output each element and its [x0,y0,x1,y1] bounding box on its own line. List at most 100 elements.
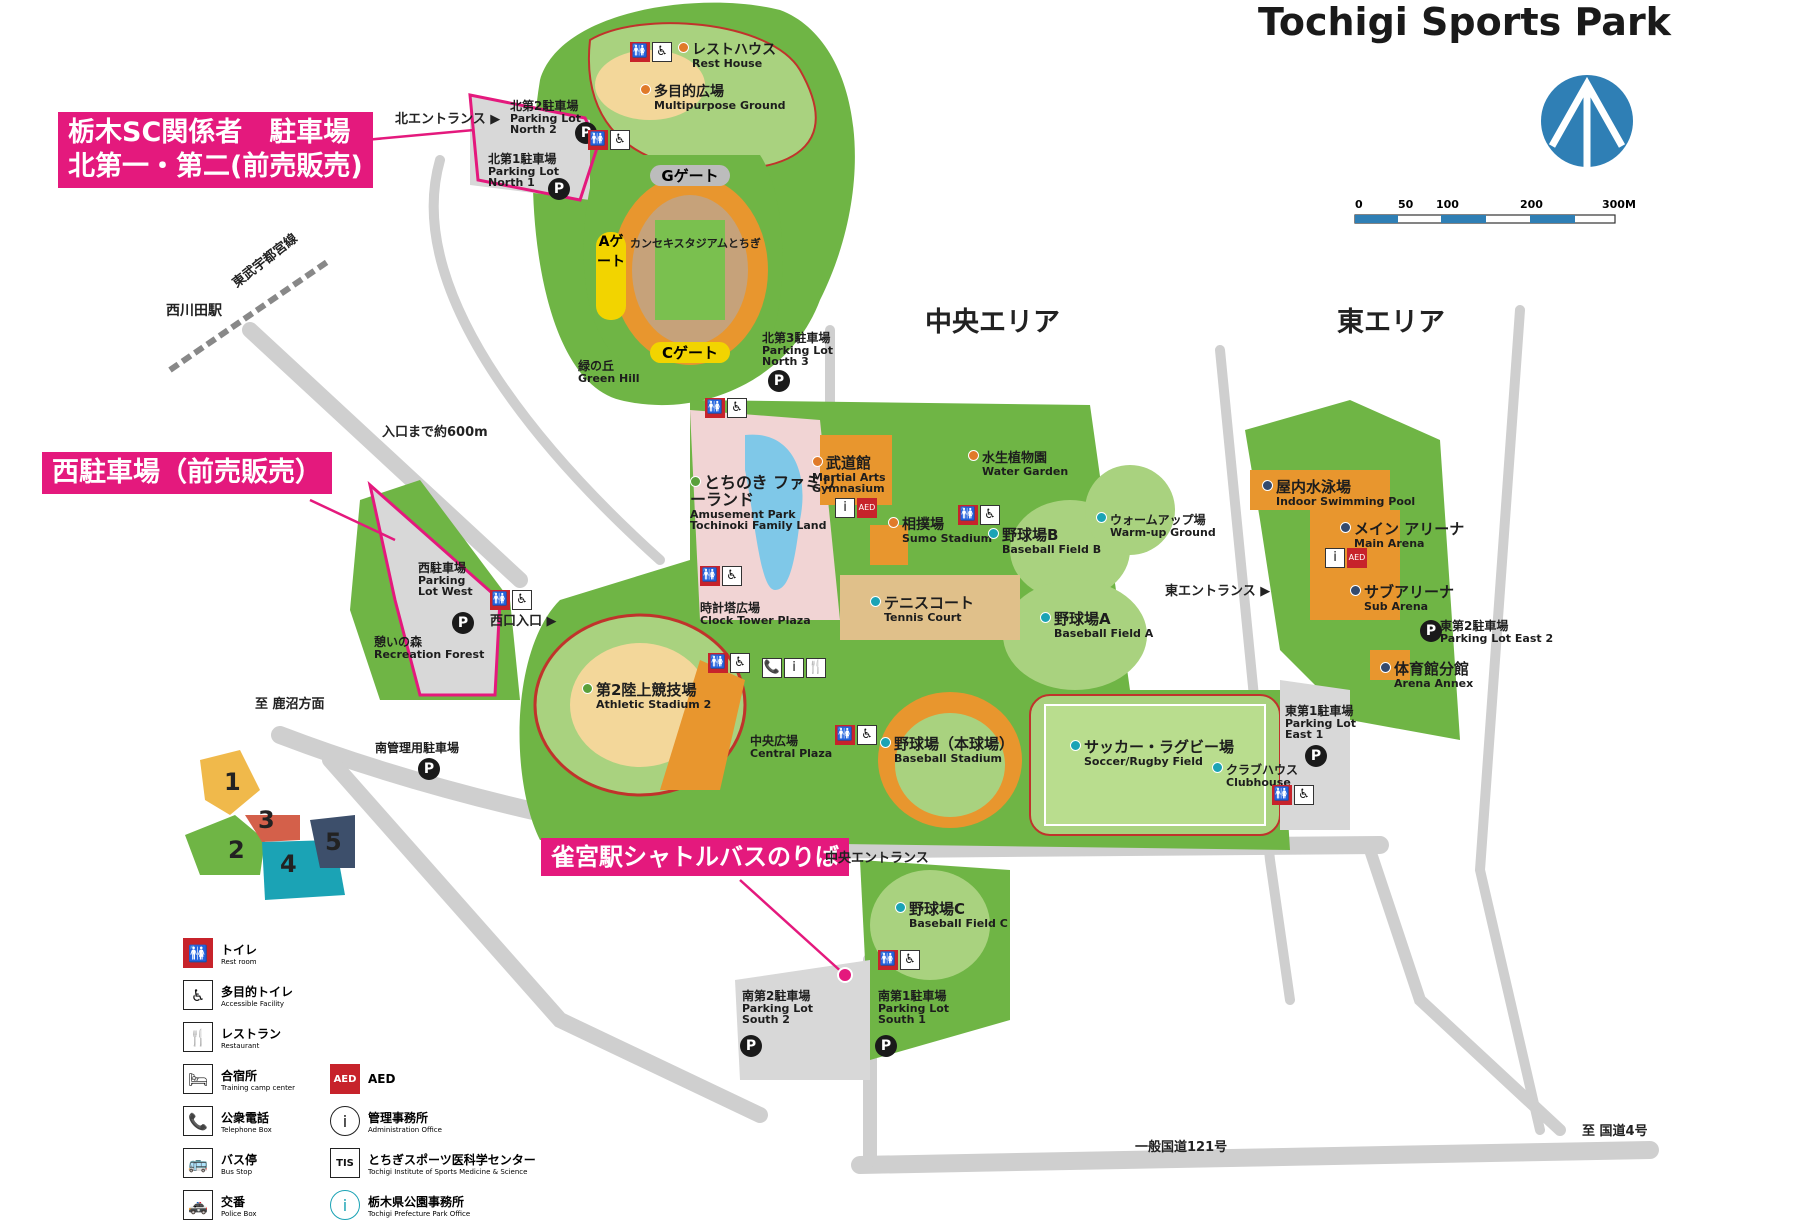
legend-restroom-jp: トイレ [221,942,258,957]
legend-admin-en: Administration Office [368,1125,442,1134]
legend-accessible-en: Accessible Facility [221,999,285,1008]
parking-pin-east1[interactable]: P [1305,745,1327,767]
clock-tower-jp: 時計塔広場 [700,601,761,615]
gate-g[interactable]: Gゲート [650,165,730,186]
legend-restroom-en: Rest room [221,957,257,966]
west-parking-en: Parking Lot West [418,573,473,599]
facility-cluster-north3: 🚻♿ [705,398,747,418]
distance-label: 入口まで約600m [382,425,488,440]
parking-pin-north1[interactable]: P [548,178,570,200]
central-plaza-en: Central Plaza [750,746,833,760]
zone-5: 5 [325,828,342,856]
accessible-icon: ♿ [512,590,532,610]
aed-icon: AED [330,1064,360,1094]
arena-annex-marker [1380,662,1391,673]
legend-park-office-jp: 栃木県公園事務所 [368,1194,465,1209]
warmup-en: Warm-up Ground [1110,525,1216,539]
tennis-en: Tennis Court [884,610,962,624]
south2-jp: 南第2駐車場 [742,989,811,1003]
station-label: 西川田駅 [166,303,222,319]
sumo-marker [888,517,899,528]
baseball-c-marker [895,902,906,913]
facility-cluster-baseball-c: 🚻♿ [878,950,920,970]
restroom-icon: 🚻 [183,938,213,968]
athletic-2-en: Athletic Stadium 2 [596,697,712,711]
sub-arena-jp: サブアリーナ [1364,583,1455,601]
arena-annex-en: Arena Annex [1394,676,1474,690]
restroom-icon: 🚻 [835,725,855,745]
parking-pin-south1[interactable]: P [875,1035,897,1057]
parking-pin-south2[interactable]: P [740,1035,762,1057]
parking-pin-north3[interactable]: P [768,370,790,392]
facility-cluster-central: 📞i🍴 [762,658,826,678]
telephone-icon: 📞 [762,658,782,678]
baseball-a-marker [1040,612,1051,623]
facility-cluster-sumo: 🚻♿ [958,505,1000,525]
shuttle-stop-marker [837,967,853,983]
callout-west-parking[interactable]: 西駐車場（前売販売） [42,452,332,494]
north-entrance-label: 北エントランス ▶ [395,112,501,127]
place-baseball-stadium[interactable]: 野球場（本球場）Baseball Stadium [880,736,1014,765]
martial-arts-jp: 武道館 [826,454,872,472]
central-entrance-label: 中央エントランス [825,851,929,866]
place-stadium[interactable]: カンセキスタジアムとちぎ [630,238,761,250]
callout-north-line1: 栃木SC関係者 駐車場 [68,117,351,148]
zone-4: 4 [280,850,297,878]
zone-2: 2 [228,836,245,864]
parking-pin-west[interactable]: P [452,612,474,634]
arena-annex-jp: 体育館分館 [1394,660,1470,678]
main-arena-en: Main Arena [1354,536,1425,550]
restroom-icon: 🚻 [958,505,978,525]
parking-pin-east2[interactable]: P [1420,620,1442,642]
tennis-marker [870,596,881,607]
callout-shuttle-bus[interactable]: 雀宮駅シャトルバスのりば [541,838,849,876]
baseball-stadium-en: Baseball Stadium [894,751,1003,765]
legend-training-camp-en: Training camp center [221,1083,295,1092]
water-garden-en: Water Garden [982,464,1069,478]
south-admin-jp: 南管理用駐車場 [375,741,460,755]
parking-pin-south-admin[interactable]: P [418,758,440,780]
zone-1: 1 [224,768,241,796]
place-south-admin-parking[interactable]: 南管理用駐車場 [375,742,459,755]
gate-a[interactable]: Aゲート [596,232,626,320]
accessible-icon: ♿ [730,653,750,673]
north1-jp: 北第1駐車場 [488,152,557,166]
gate-c[interactable]: Cゲート [650,342,730,363]
callout-north-parking[interactable]: 栃木SC関係者 駐車場 北第一・第二(前売販売) [58,112,373,188]
west-entrance-label: 西口入口 ▶ [490,614,557,629]
main-arena-jp: メイン アリーナ [1354,520,1465,538]
